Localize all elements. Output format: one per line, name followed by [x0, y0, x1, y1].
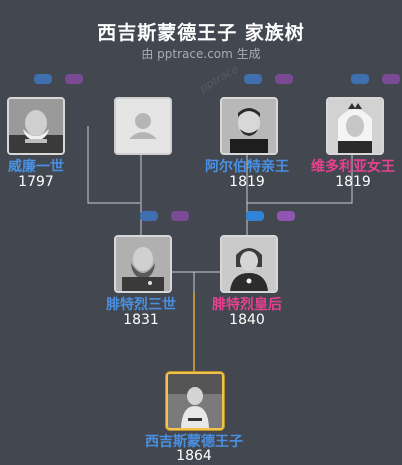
expand-mother-toggle[interactable]	[65, 74, 83, 84]
expand-father-toggle[interactable]	[34, 74, 52, 84]
page-subtitle: 由 pptrace.com 生成	[141, 47, 261, 61]
expand-mother-toggle[interactable]	[277, 211, 295, 221]
placeholder-avatar[interactable]	[114, 97, 172, 155]
person-name[interactable]: 维多利亚女王	[311, 159, 395, 175]
person-birth-year: 1819	[335, 174, 371, 190]
expand-mother-toggle[interactable]	[275, 74, 293, 84]
expand-father-toggle[interactable]	[140, 211, 158, 221]
portrait-prince-sigismund[interactable]	[166, 372, 224, 430]
expand-father-toggle[interactable]	[351, 74, 369, 84]
expand-mother-toggle[interactable]	[382, 74, 400, 84]
person-birth-year: 1819	[229, 174, 265, 190]
expand-mother-toggle[interactable]	[171, 211, 189, 221]
person-silhouette-icon	[116, 99, 170, 153]
person-name[interactable]: 腓特烈三世	[106, 297, 176, 313]
person-name[interactable]: 阿尔伯特亲王	[205, 159, 289, 175]
person-name[interactable]: 腓特烈皇后	[212, 297, 282, 313]
person-name[interactable]: 威廉一世	[8, 159, 64, 175]
person-birth-year: 1797	[18, 174, 54, 190]
expand-father-toggle[interactable]	[246, 211, 264, 221]
person-birth-year: 1840	[229, 312, 265, 328]
person-birth-year: 1831	[123, 312, 159, 328]
portrait-queen-victoria[interactable]	[326, 97, 384, 155]
person-birth-year: 1864	[176, 448, 212, 464]
portrait-empress-frederick[interactable]	[220, 235, 278, 293]
portrait-prince-albert[interactable]	[220, 97, 278, 155]
portrait-friedrich-iii[interactable]	[114, 235, 172, 293]
page-title: 西吉斯蒙德王子 家族树	[97, 22, 305, 44]
person-name[interactable]: 西吉斯蒙德王子	[145, 434, 243, 450]
portrait-wilhelm-i[interactable]	[7, 97, 65, 155]
expand-father-toggle[interactable]	[244, 74, 262, 84]
connector-paternal-grandparents	[87, 126, 142, 235]
